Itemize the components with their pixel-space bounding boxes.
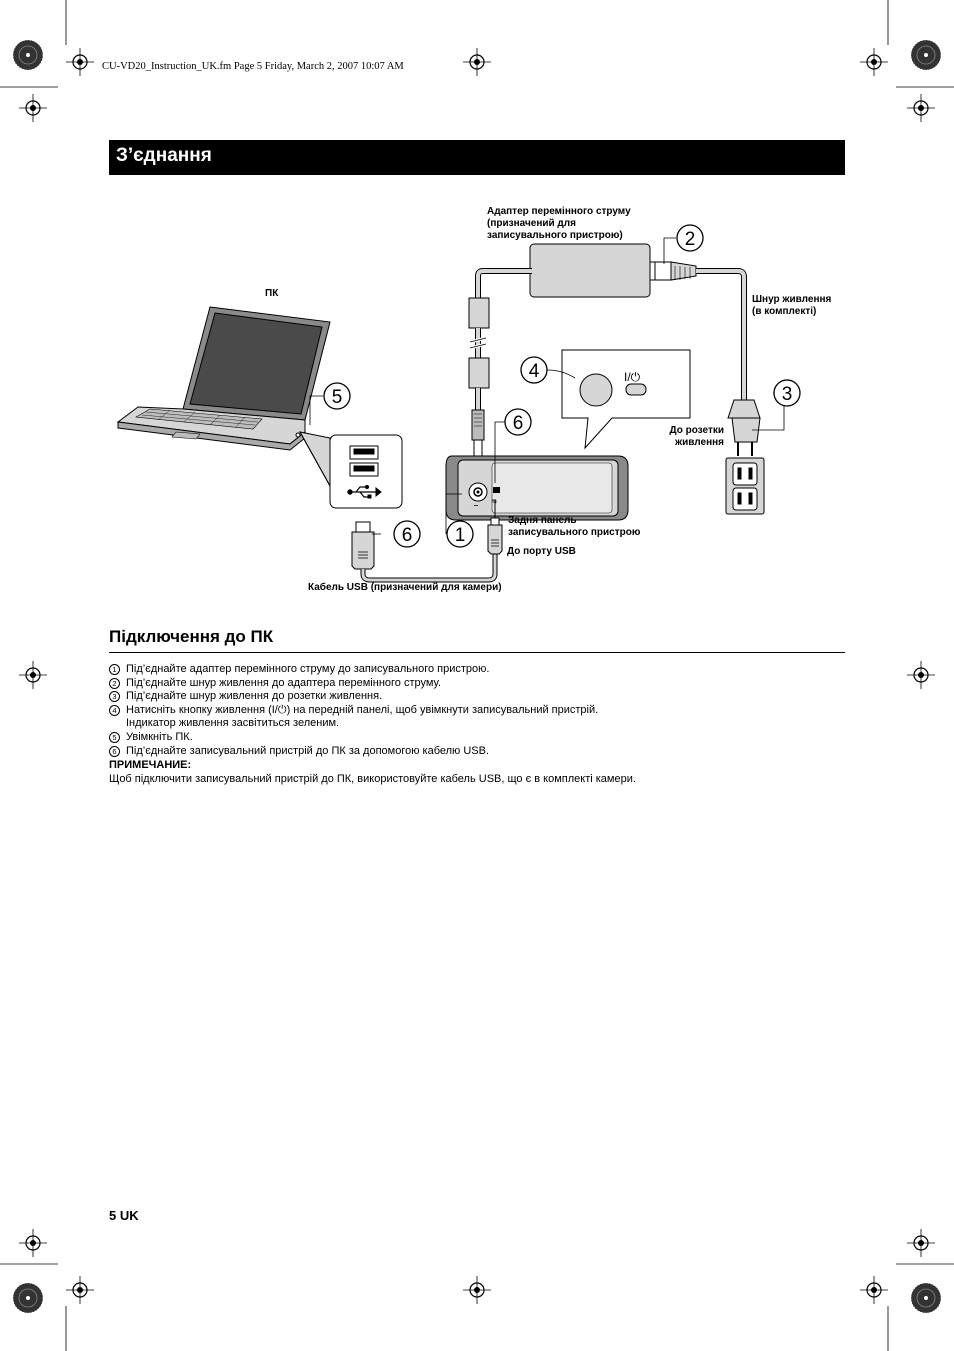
step-number: 5 <box>109 732 120 744</box>
step-number: 2 <box>109 677 120 689</box>
usb-symbol-icon <box>347 484 382 499</box>
crosshair-mark-icon <box>906 1228 936 1258</box>
section-title-bar: З’єднання <box>109 140 845 175</box>
label-pc: ПК <box>265 288 279 299</box>
crosshair-mark-icon <box>65 47 95 77</box>
svg-text:4: 4 <box>529 361 540 382</box>
file-info-header: CU-VD20_Instruction_UK.fm Page 5 Friday,… <box>102 61 404 72</box>
page-title: З’єднання <box>116 145 212 166</box>
label-usb-cable: Кабель USB (призначений для камери) <box>308 582 502 593</box>
power-symbol: I/⏻ <box>624 370 641 384</box>
label-to-outlet: До розетки живлення <box>669 425 724 448</box>
svg-text:5: 5 <box>332 387 343 408</box>
label-ac-adapter: Адаптер перемінного струму (призначений … <box>487 206 631 241</box>
step-number: 3 <box>109 691 120 703</box>
connection-diagram: I/⏻ ⇆ ⎓ <box>116 224 801 583</box>
crosshair-mark-icon <box>859 1275 889 1305</box>
star-mark-icon <box>910 1282 942 1314</box>
crosshair-mark-icon <box>18 93 48 123</box>
callout-6-device: 6 <box>504 408 532 436</box>
callout-6-cable: 6 <box>393 520 421 548</box>
laptop-usb-ports-detail <box>299 431 403 509</box>
step-continuation: Індикатор живлення засвітиться зеленим. <box>126 717 340 730</box>
star-mark-icon <box>12 39 44 71</box>
svg-text:3: 3 <box>782 384 793 405</box>
note-heading: ПРИМЕЧАНИЕ: <box>109 759 192 772</box>
page-number: 5 UK <box>109 1208 139 1223</box>
label-to-usb-port: До порту USB <box>507 546 576 557</box>
star-mark-icon <box>12 1282 44 1314</box>
crosshair-mark-icon <box>18 660 48 690</box>
callout-5: 5 <box>323 382 351 410</box>
crosshair-mark-icon <box>462 1275 492 1305</box>
laptop-pc <box>116 306 331 451</box>
callout-4: 4 <box>520 356 548 384</box>
note-text: Щоб підключити записувальний пристрій до… <box>109 772 636 785</box>
callout-3: 3 <box>773 379 801 407</box>
section-heading: Підключення до ПК <box>109 627 274 646</box>
svg-text:2: 2 <box>685 229 696 250</box>
label-rear-panel: Задня панель записувального пристрою <box>508 515 641 538</box>
label-power-cord: Шнур живлення (в комплекті) <box>752 294 832 317</box>
crosshair-mark-icon <box>906 93 936 123</box>
section-divider <box>109 652 845 653</box>
usb-cable <box>351 499 503 583</box>
crosshair-mark-icon <box>859 47 889 77</box>
recorder-device: ⇆ ⎓ <box>445 455 629 521</box>
svg-text:1: 1 <box>455 525 466 546</box>
callout-1: 1 <box>446 520 474 548</box>
dc-cable <box>468 268 532 484</box>
svg-text:6: 6 <box>513 413 524 434</box>
crosshair-mark-icon <box>462 47 492 77</box>
power-cord <box>649 261 761 456</box>
step-number: 4 <box>109 705 120 717</box>
crosshair-mark-icon <box>906 660 936 690</box>
crosshair-mark-icon <box>65 1275 95 1305</box>
svg-text:⎓: ⎓ <box>474 503 478 509</box>
ac-adapter <box>529 243 651 298</box>
front-panel-detail: I/⏻ <box>561 349 691 450</box>
wall-outlet <box>725 457 765 515</box>
crosshair-mark-icon <box>18 1228 48 1258</box>
callout-2: 2 <box>676 224 704 252</box>
svg-text:6: 6 <box>402 525 413 546</box>
star-mark-icon <box>910 39 942 71</box>
step-number: 6 <box>109 745 120 757</box>
step-number: 1 <box>109 664 120 676</box>
